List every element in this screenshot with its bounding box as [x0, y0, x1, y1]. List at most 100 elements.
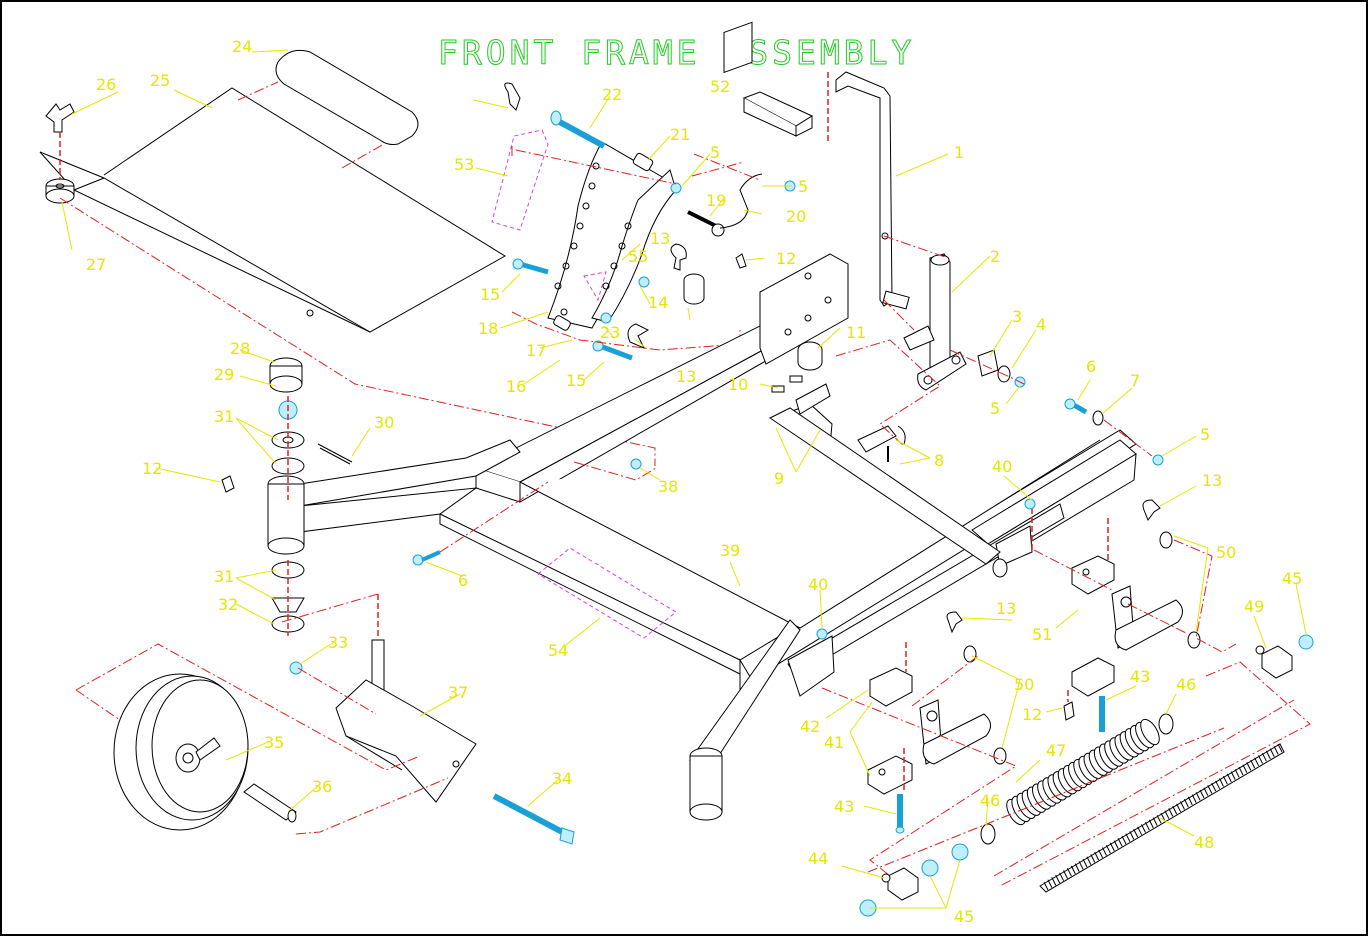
- bushing-3: [977, 349, 999, 377]
- callout-26: 26: [96, 75, 116, 94]
- callout-46-left: 46: [980, 791, 1000, 810]
- rod-thread: [1121, 835, 1127, 845]
- callout-47: 47: [1046, 741, 1066, 760]
- centerline-adjust-right: [1033, 539, 1237, 653]
- nut-55: [638, 276, 650, 288]
- rod-thread: [1063, 870, 1068, 879]
- rod-thread: [1250, 759, 1256, 769]
- rod-thread: [1074, 863, 1080, 872]
- rod-thread: [1109, 842, 1115, 852]
- bracket-spacer: [553, 152, 654, 331]
- callout-32: 32: [218, 595, 238, 614]
- bolt-6-right: [1064, 398, 1088, 415]
- callout-35: 35: [264, 733, 284, 752]
- bolt-6-left: [412, 550, 441, 566]
- rod-thread: [1164, 810, 1170, 819]
- centerline-bolt-6: [439, 481, 549, 553]
- callout-5-far-right: 5: [1200, 425, 1210, 444]
- grease-fitting-12-left: [221, 475, 235, 493]
- bolts-10: [771, 375, 831, 415]
- rod-thread: [1105, 844, 1111, 854]
- callout-28: 28: [230, 339, 250, 358]
- linkage-pin: [903, 325, 935, 351]
- caster-wheel-35: [113, 673, 249, 831]
- callout-45-lower: 45: [954, 907, 974, 926]
- handle-grip-52: [742, 91, 814, 137]
- centerline-linkage: [883, 235, 1025, 385]
- callout-55: 55: [628, 247, 648, 266]
- callout-25: 25: [150, 71, 170, 90]
- rod-thread: [1277, 743, 1283, 753]
- callout-5-top-left: 5: [710, 143, 720, 162]
- callout-15-right: 15: [566, 371, 586, 390]
- optional-frame-plate-54: [537, 547, 677, 639]
- callout-20: 20: [786, 207, 806, 226]
- callout-6-left: 6: [458, 571, 468, 590]
- callout-21: 21: [670, 125, 690, 144]
- adjust-arm-left: [919, 699, 991, 765]
- rod-thread: [1098, 849, 1104, 859]
- rod-thread: [1141, 824, 1146, 833]
- nuts-45: [859, 634, 1314, 917]
- spring-47: [1006, 718, 1160, 826]
- grease-fitting-12-top: [735, 253, 747, 269]
- callout-54: 54: [548, 641, 568, 660]
- rod-thread: [1051, 877, 1057, 886]
- rod-thread: [1207, 785, 1213, 794]
- callout-33: 33: [328, 633, 348, 652]
- pivot-block-lower-right: [1071, 657, 1115, 697]
- spring-coil: [1140, 718, 1160, 746]
- centerline-wheel-upper: [75, 643, 421, 771]
- callout-3: 3: [1012, 307, 1022, 326]
- rod-thread: [1269, 748, 1275, 757]
- centerline-nut-33: [297, 667, 377, 715]
- rod-thread: [1066, 867, 1072, 877]
- callout-9: 9: [774, 469, 784, 488]
- callout-29: 29: [214, 365, 234, 384]
- callout-23: 23: [600, 323, 620, 342]
- callout-31-upper: 31: [214, 407, 234, 426]
- seat-knob: [45, 103, 75, 204]
- adjust-arm-right: [1111, 585, 1183, 651]
- callout-18: 18: [478, 319, 498, 338]
- rod-thread: [1183, 798, 1189, 808]
- rod-thread: [1082, 858, 1088, 868]
- centerline-seat-pins: [515, 149, 761, 185]
- optional-slot: [583, 271, 607, 302]
- rod-thread: [1238, 766, 1244, 776]
- retaining-clip-13-top: [670, 243, 687, 271]
- rod-thread: [1242, 764, 1248, 773]
- callout-12-right: 12: [1022, 705, 1042, 724]
- wheel-spacer-36: [243, 783, 297, 823]
- rod-thread: [1102, 847, 1107, 856]
- callout-50-left: 50: [1014, 675, 1034, 694]
- callout-6-right: 6: [1086, 357, 1096, 376]
- rod-thread: [1094, 851, 1100, 861]
- rod-thread: [1258, 755, 1263, 764]
- clamp-block-lower-left: [867, 755, 913, 795]
- hardware-5-top: [670, 180, 796, 194]
- nut-33: [289, 661, 303, 675]
- bushing-11: [797, 341, 823, 371]
- rod-thread: [1176, 803, 1182, 813]
- callout-41: 41: [824, 733, 844, 752]
- rod-thread: [1246, 762, 1252, 771]
- callout-53: 53: [454, 155, 474, 174]
- centerline-fork-top: [281, 593, 379, 623]
- callout-5-top: 5: [798, 177, 808, 196]
- nut-40-right: [1024, 498, 1036, 510]
- rod-thread: [1254, 757, 1260, 767]
- seat-pin-19: [687, 210, 725, 237]
- seat-bolt-22: [550, 110, 606, 149]
- threaded-rod-48: [1039, 743, 1285, 893]
- callout-46-right: 46: [1176, 675, 1196, 694]
- centerline-nut-38: [573, 461, 657, 481]
- seat-latch: [627, 323, 650, 349]
- bolt-15-right: [592, 340, 633, 361]
- pivot-block-left: [869, 642, 913, 707]
- callout-27: 27: [86, 255, 106, 274]
- rod-thread: [1117, 838, 1123, 847]
- callout-7: 7: [1130, 371, 1140, 390]
- callout-44: 44: [808, 849, 828, 868]
